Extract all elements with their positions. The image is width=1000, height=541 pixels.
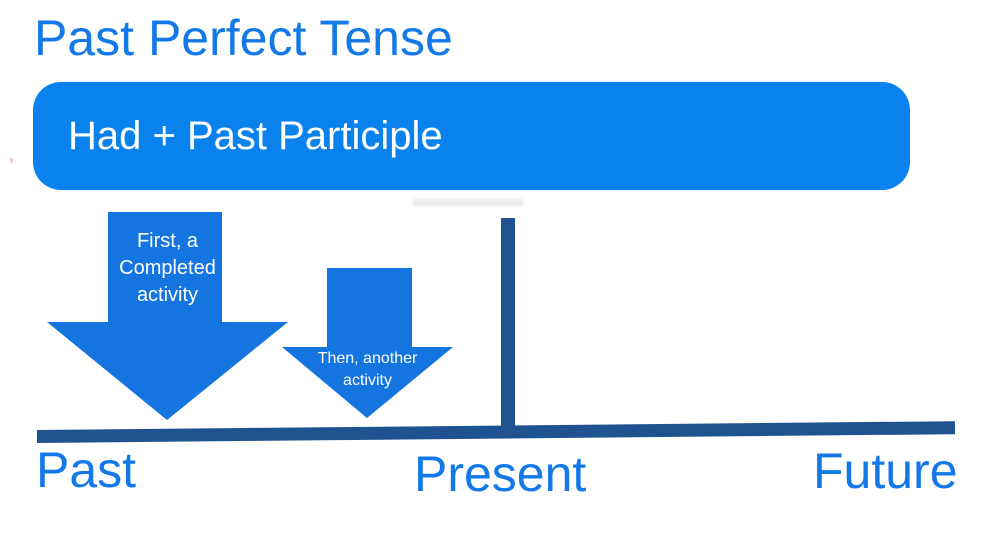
scan-artifact-smudge — [413, 200, 523, 205]
timeline-label-past: Past — [36, 442, 137, 498]
arrow-label-line: activity — [136, 284, 199, 306]
timeline-label-future: Future — [813, 443, 958, 499]
arrow-label-line: First, a — [136, 230, 199, 252]
second-activity-arrow-label: Then, another activity — [282, 348, 453, 392]
present-divider-tick — [501, 218, 515, 437]
scan-artifact-speck — [10, 158, 13, 163]
formula-text: Had + Past Participle — [68, 113, 443, 158]
timeline-bar — [36, 421, 956, 443]
timeline-label-present: Present — [414, 446, 587, 502]
arrow-label-line: Then, another — [317, 350, 418, 367]
page-title: Past Perfect Tense — [34, 10, 453, 66]
first-activity-arrow-label: First, a Completed activity — [47, 228, 288, 309]
second-activity-arrow: Then, another activity — [282, 268, 453, 418]
arrow-label-line: activity — [343, 372, 392, 389]
first-activity-arrow: First, a Completed activity — [47, 212, 288, 420]
formula-banner: Had + Past Participle — [33, 82, 910, 190]
arrow-label-line: Completed — [119, 257, 216, 279]
